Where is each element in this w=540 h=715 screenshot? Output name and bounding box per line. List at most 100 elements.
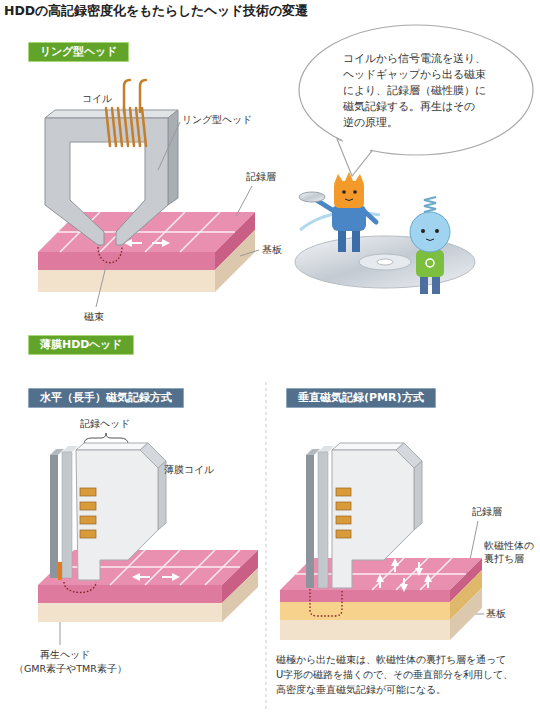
thin-film-head <box>80 488 96 538</box>
perpendicular-media <box>450 588 482 640</box>
ring-head-media <box>128 242 142 244</box>
diagram-title: HDDの高記録密度化をもたらしたヘッド技術の変遷 <box>4 3 308 20</box>
perpendicular-media <box>380 562 428 588</box>
part-label: 記録ヘッド <box>80 417 130 430</box>
leader-line <box>96 266 106 307</box>
thin-film-head <box>336 530 351 538</box>
cd-characters <box>353 190 357 194</box>
cd-characters <box>421 229 425 233</box>
node-text: コイルから信号電流を送り、 ヘッドギャップから出る磁束 により、記録層（磁性膜）… <box>343 50 489 130</box>
magnetic-flux <box>98 247 122 263</box>
ring-head <box>168 110 178 205</box>
thin-film-head <box>414 461 422 530</box>
cd-characters <box>318 201 334 211</box>
method-badge: 垂直磁気記録(PMR)方式 <box>286 388 436 408</box>
label-box: 基板 <box>486 607 506 620</box>
label-box: 記録ヘッド <box>80 417 130 430</box>
node-text: リング型ヘッド <box>40 45 117 59</box>
thin-film-head <box>336 488 351 538</box>
method-badge: 水平（長手）磁気記録方式 <box>28 388 184 408</box>
node-text: 垂直磁気記録(PMR)方式 <box>298 391 424 405</box>
thin-film-head <box>332 450 414 588</box>
cd-characters <box>364 211 376 222</box>
thin-film-head <box>336 516 351 524</box>
ring-head <box>45 110 178 245</box>
cd-characters <box>332 205 366 231</box>
coil-winding <box>118 108 122 146</box>
cd-characters <box>410 212 450 252</box>
bubble-outline <box>299 25 533 155</box>
coil-winding <box>140 80 146 112</box>
thin-film-head <box>62 452 72 578</box>
ring-head-media <box>128 242 166 244</box>
label-box: （GMR素子やTMR素子） <box>14 662 127 675</box>
part-label: 薄膜コイル <box>164 463 214 476</box>
label-box: コイル <box>82 92 112 105</box>
part-label: 軟磁性体の裏打ち層 <box>484 539 535 565</box>
label-box: リング型ヘッド <box>182 113 252 126</box>
leader-line <box>236 186 252 216</box>
cd-characters <box>426 259 434 267</box>
longitudinal-media <box>162 576 176 578</box>
coil-winding <box>130 108 134 146</box>
perpendicular-media <box>418 562 420 572</box>
cd-characters <box>295 236 475 288</box>
cd-characters <box>338 228 346 252</box>
label-box: 再生ヘッド <box>40 648 90 661</box>
ring-head-media <box>38 270 215 292</box>
cd-characters <box>342 190 346 194</box>
leader-line <box>158 122 180 170</box>
bracket <box>84 433 128 444</box>
part-label: 基板 <box>262 243 282 256</box>
thin-film-head <box>50 455 58 578</box>
thin-film-head <box>80 530 96 538</box>
thin-film-head <box>50 443 166 580</box>
node-text: 水平（長手）磁気記録方式 <box>40 391 172 405</box>
cd-characters <box>377 259 393 265</box>
thin-film-head <box>336 502 351 510</box>
ring-head-media <box>152 242 166 244</box>
perpendicular-media <box>427 578 429 588</box>
thin-film-head <box>76 450 158 580</box>
cd-characters <box>334 181 364 208</box>
cd-characters <box>426 239 434 241</box>
part-label: 記録層 <box>472 505 502 518</box>
part-label: コイル <box>82 92 112 105</box>
leader-line <box>240 250 259 256</box>
section-divider <box>266 382 267 710</box>
label-box: 磁極から出た磁束は、軟磁性体の裏打ち層を通って U字形の磁路を描くので、その垂直… <box>276 652 532 697</box>
thin-film-head <box>76 443 148 450</box>
label-box: 記録層 <box>246 170 276 183</box>
perpendicular-media <box>280 590 450 602</box>
thin-film-head <box>306 455 314 588</box>
thin-film-head <box>80 502 96 510</box>
perpendicular-media <box>403 578 405 588</box>
note-text: 磁極から出た磁束は、軟磁性体の裏打ち層を通って U字形の磁路を描くので、その垂直… <box>276 652 532 697</box>
longitudinal-media <box>38 603 222 622</box>
perpendicular-media <box>379 578 381 588</box>
cd-characters <box>299 192 325 202</box>
node-text: 薄膜HDDヘッド <box>40 338 122 352</box>
label-box: 記録層 <box>472 505 502 518</box>
ring-head <box>45 118 168 245</box>
speech-bubble: コイルから信号電流を送り、 ヘッドギャップから出る磁束 により、記録層（磁性膜）… <box>298 24 534 156</box>
part-label: 基板 <box>486 607 506 620</box>
coil-winding <box>124 108 128 146</box>
part-label: 再生ヘッド <box>40 648 90 661</box>
thin-film-head <box>80 488 96 496</box>
cd-characters <box>359 254 411 270</box>
thin-film-head <box>80 516 96 524</box>
cd-characters <box>345 199 353 201</box>
part-label: 磁束 <box>84 310 104 323</box>
thin-film-head <box>58 562 62 580</box>
longitudinal-media <box>136 576 150 578</box>
thin-film-head <box>318 452 328 588</box>
part-label: リング型ヘッド <box>182 113 252 126</box>
magnetic-flux <box>64 582 96 593</box>
coil-winding <box>106 80 146 146</box>
cd-characters <box>295 172 475 294</box>
thin-film-head <box>306 443 422 588</box>
label-box: 基板 <box>262 243 282 256</box>
thin-film-head <box>332 443 404 450</box>
longitudinal-media <box>222 568 258 622</box>
